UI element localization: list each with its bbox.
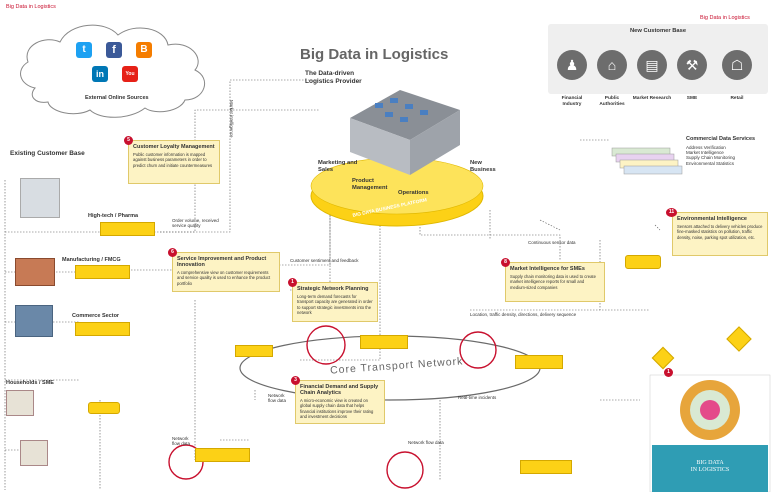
info-box-environmental: Environmental Intelligence Sensors attac… — [672, 212, 768, 256]
factory-icon — [20, 178, 60, 218]
box-title: Market Intelligence for SMEs — [510, 266, 585, 272]
online-sources-label: External Online Sources — [85, 95, 149, 101]
segment-label-hightech: High-tech / Pharma — [88, 213, 139, 219]
new-customer-title: New Customer Base — [630, 28, 687, 34]
box-text: Public customer information is mapped ag… — [133, 152, 213, 168]
blogger-icon: B — [136, 42, 152, 58]
new-segment-label-financial: Financial Industry — [561, 96, 583, 107]
house-icon — [6, 390, 34, 416]
truck-icon — [75, 265, 130, 279]
page-subtitle: The Data-driven Logistics Provider — [305, 70, 362, 86]
box-number: 6 — [168, 248, 177, 257]
platform-marketing: Marketing and Sales — [318, 160, 358, 173]
market-research-icon: ▤ — [637, 50, 667, 80]
truck-icon — [100, 222, 155, 236]
house-icon — [20, 440, 48, 466]
new-segment-label-market: Market Research — [632, 96, 672, 101]
segment-label-households: Households / SME — [6, 380, 54, 386]
sensor-van-icon — [625, 255, 661, 269]
platform-new-business: New Business — [470, 160, 496, 173]
platform-operations: Operations — [398, 190, 429, 196]
info-box-strategic-planning: Strategic Network Planning Long-term dem… — [292, 282, 378, 322]
box-number: 3 — [291, 376, 300, 385]
platform-product: Product Management — [352, 178, 388, 191]
commercial-services-block: Commercial Data Services Address Verific… — [686, 136, 766, 166]
linkedin-icon: in — [92, 66, 108, 82]
corner-title-left: Big Data in Logistics — [6, 4, 56, 10]
sme-icon: ⚒ — [677, 50, 707, 80]
truck-icon — [75, 322, 130, 336]
van-icon — [88, 402, 120, 414]
order-volume-label: Order volume, received service quality — [172, 218, 219, 229]
box-number: 8 — [501, 258, 510, 267]
subtitle-line-2: Logistics Provider — [305, 77, 362, 85]
youtube-icon: You — [122, 66, 138, 82]
box-text: A comprehensive view on customer require… — [177, 270, 271, 286]
truck-icon — [195, 448, 250, 462]
book-title: BIG DATA IN LOGISTICS — [660, 460, 760, 474]
box-text: Sensors attached to delivery vehicles pr… — [677, 224, 763, 240]
info-box-financial-demand: Financial Demand and Supply Chain Analyt… — [295, 380, 385, 424]
box-title: Customer Loyalty Management — [133, 144, 215, 150]
sentiment-label: Customer sentiment and feedback — [290, 258, 359, 263]
corner-title-right: Big Data in Logistics — [700, 15, 750, 21]
book-title-line-2: IN LOGISTICS — [690, 467, 730, 474]
box-number: 5 — [124, 136, 133, 145]
network-flow-label-1: Network flow data — [268, 393, 287, 404]
commercial-item: Address Verification — [686, 144, 726, 150]
new-segment-label-sme: SME — [686, 96, 698, 101]
commercial-item: Supply Chain Monitoring — [686, 155, 736, 161]
segment-label-commerce: Commerce Sector — [72, 313, 120, 319]
box-text: Long-term demand forecasts for transport… — [297, 294, 373, 315]
box-number: 11 — [666, 208, 677, 217]
info-box-market-intelligence: Market Intelligence for SMEs Supply chai… — [505, 262, 605, 302]
segment-label-manufacturing: Manufacturing / FMCG — [62, 257, 121, 263]
box-title: Environmental Intelligence — [677, 216, 747, 222]
truck-icon — [520, 460, 572, 474]
network-flow-label-2: Network flow data — [172, 436, 191, 447]
twitter-icon: t — [76, 42, 92, 58]
commercial-title: Commercial Data Services — [686, 136, 756, 142]
commerce-icon — [15, 305, 53, 337]
box-title: Financial Demand and Supply Chain Analyt… — [300, 384, 379, 396]
real-time-label: Real-time incidents — [458, 395, 497, 400]
financial-industry-icon: ♟ — [557, 50, 587, 80]
network-flow-label-3: Network flow data — [408, 440, 444, 445]
manufacturing-icon — [15, 258, 55, 286]
box-text: A micro-economic view is created on glob… — [300, 398, 374, 419]
new-segment-label-retail: Retail — [730, 96, 744, 101]
location-traffic-label: Location, traffic density, directions, d… — [470, 312, 577, 317]
truck-icon — [360, 335, 408, 349]
box-number: 1 — [288, 278, 297, 287]
box-text: Supply chain monitoring data is used to … — [510, 274, 596, 290]
box-title: Service Improvement and Product Innovati… — [177, 256, 267, 268]
subtitle-line-1: The Data-driven — [305, 70, 355, 77]
commercial-item: Environmental Statistics — [686, 160, 735, 166]
book-title-line-1: BIG DATA — [696, 460, 724, 466]
facebook-icon: f — [106, 42, 122, 58]
public-authorities-icon: ⌂ — [597, 50, 627, 80]
page-title: Big Data in Logistics — [300, 46, 449, 63]
existing-customer-title: Existing Customer Base — [10, 150, 85, 157]
continuous-sensor-label: Continuous sensor data — [528, 240, 576, 245]
info-box-customer-loyalty: Customer Loyalty Management Public custo… — [128, 140, 220, 184]
new-segment-label-public: Public Authorities — [599, 96, 625, 107]
market-intel-vertical-label: Market intelligence — [229, 100, 234, 138]
info-box-service-improvement: Service Improvement and Product Innovati… — [172, 252, 280, 292]
box-title: Strategic Network Planning — [297, 286, 369, 292]
truck-icon — [515, 355, 563, 369]
trailer-icon — [235, 345, 273, 357]
book-number: 1 — [664, 368, 673, 377]
retail-icon: ☖ — [722, 50, 752, 80]
commercial-item: Market Intelligence — [686, 149, 724, 155]
